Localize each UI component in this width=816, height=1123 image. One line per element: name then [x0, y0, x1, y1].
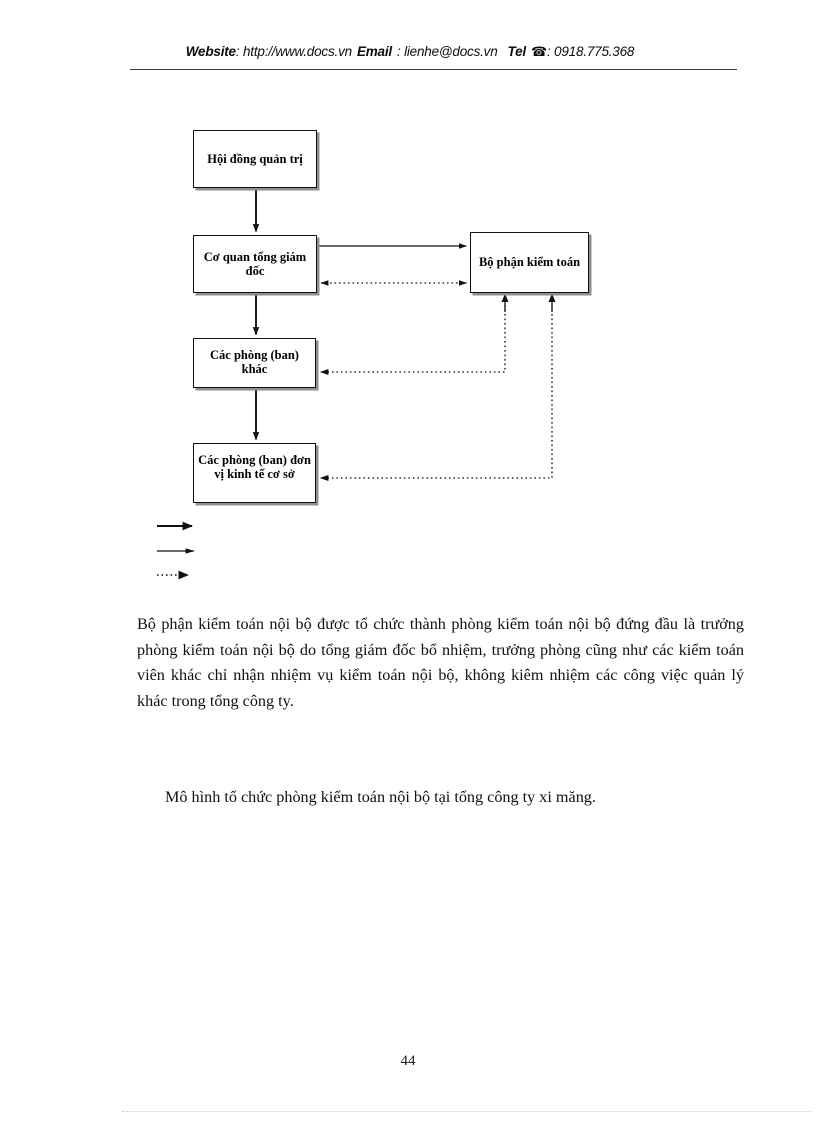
- node-board-of-directors-label: Hội đồng quản trị: [207, 151, 303, 166]
- header-website-label: Website: [185, 44, 236, 59]
- figure-caption-text: Mô hình tổ chức phòng kiểm toán nội bộ t…: [165, 788, 596, 806]
- header-tel-value: : 0918.775.368: [546, 44, 635, 59]
- header-email-value: : lienhe@docs.vn: [396, 44, 498, 59]
- node-general-director-label: Cơ quan tổng giám đốc: [203, 249, 307, 278]
- page-header: Website: http://www.docs.vn Email : lienhe…: [130, 44, 690, 66]
- header-email-label: Email: [356, 44, 392, 59]
- node-base-economic-units[interactable]: Các phòng (ban) đơn vị kinh tế cơ sở: [193, 443, 316, 503]
- diagram-legend: [157, 521, 195, 580]
- figure-caption: Mô hình tổ chức phòng kiểm toán nội bộ t…: [137, 785, 744, 811]
- node-general-director[interactable]: Cơ quan tổng giám đốc: [193, 235, 317, 293]
- diagram-connectors: [252, 188, 556, 481]
- header-tel-label: Tel: [507, 44, 527, 59]
- node-audit-department-label: Bộ phận kiểm toán: [478, 255, 581, 270]
- header-divider: [130, 69, 737, 70]
- header-website-value: : http://www.docs.vn: [235, 44, 352, 59]
- edge-audit-to-other-departments: [319, 296, 506, 375]
- body-paragraph: Bộ phận kiểm toán nội bộ được tổ chức th…: [137, 612, 744, 714]
- edge-audit-to-base-units: [319, 296, 553, 481]
- node-board-of-directors[interactable]: Hội đồng quản trị: [193, 130, 317, 188]
- footer-divider: [122, 1111, 812, 1112]
- page-number: 44: [400, 1053, 416, 1069]
- telephone-icon: ☎: [530, 45, 547, 60]
- node-audit-department[interactable]: Bộ phận kiểm toán: [470, 232, 589, 293]
- body-paragraph-text: Bộ phận kiểm toán nội bộ được tổ chức th…: [137, 615, 744, 710]
- node-base-economic-units-label: Các phòng (ban) đơn vị kinh tế cơ sở: [198, 453, 311, 482]
- node-other-departments[interactable]: Các phòng (ban) khác: [193, 338, 316, 388]
- node-other-departments-label: Các phòng (ban) khác: [210, 348, 299, 377]
- org-chart-diagram: Hội đồng quản trị Cơ quan tổng giám đốc …: [157, 130, 589, 580]
